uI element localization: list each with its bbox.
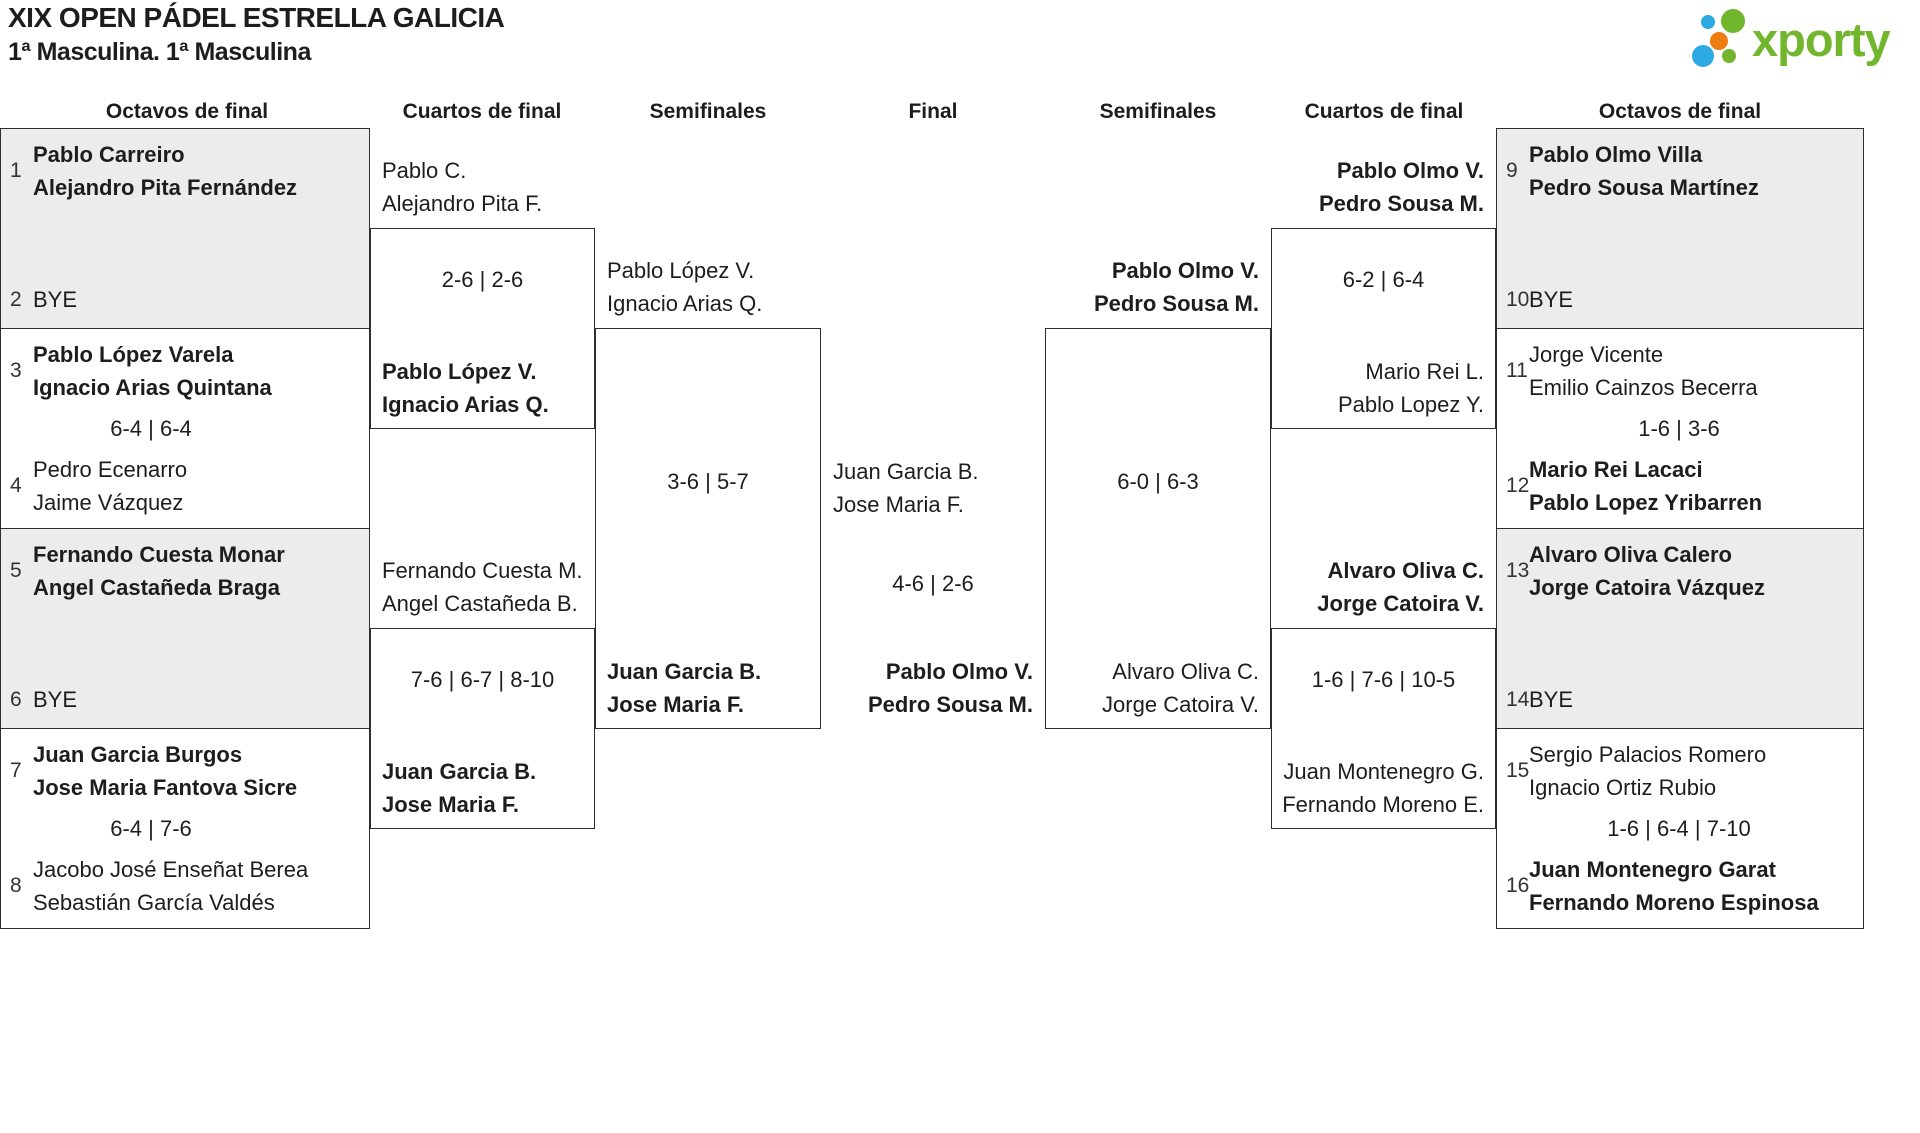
match-score-final: 4-6 | 2-6 bbox=[892, 571, 974, 596]
match-box-octavos-3 bbox=[0, 528, 370, 729]
team-label-qf2-bottom: Juan Garcia B.Jose Maria F. bbox=[382, 759, 537, 817]
match-score-qf3: 6-2 | 6-4 bbox=[1342, 267, 1425, 292]
team-label-qf4-bottom: Juan Montenegro G.Fernando Moreno E. bbox=[1282, 759, 1484, 817]
seed-number: 3 bbox=[10, 359, 22, 382]
seed-number: 7 bbox=[10, 759, 22, 782]
xporty-logo-icon: xporty bbox=[1692, 9, 1892, 67]
match-box-octavos-2 bbox=[0, 328, 370, 529]
round-header-final: Final bbox=[908, 100, 958, 123]
seed-number: 4 bbox=[10, 474, 22, 497]
seed-number: 12 bbox=[1506, 474, 1530, 497]
round-header-octavos-left: Octavos de final bbox=[105, 100, 269, 123]
match-score-octavos-2: 6-4 | 6-4 bbox=[110, 416, 192, 441]
seed-number: 6 bbox=[10, 687, 22, 711]
match-box-octavos-6 bbox=[1496, 328, 1864, 529]
match-score-sf1: 3-6 | 5-7 bbox=[667, 469, 749, 494]
seed-number: 15 bbox=[1506, 759, 1530, 782]
seed-number: 8 bbox=[10, 874, 22, 897]
match-score-octavos-6: 1-6 | 3-6 bbox=[1638, 416, 1720, 441]
round-header-semis-left: Semifinales bbox=[649, 100, 767, 123]
team-label-qf4-top: Alvaro Oliva C.Jorge Catoira V. bbox=[1317, 558, 1484, 616]
match-box-octavos-8 bbox=[1496, 728, 1864, 929]
page-title: XIX OPEN PÁDEL ESTRELLA GALICIA bbox=[8, 2, 505, 33]
bracket-entry-seed-6: 6 BYE bbox=[10, 687, 78, 712]
team-label-final-bottom: Pablo Olmo V.Pedro Sousa M. bbox=[867, 659, 1033, 717]
seed-number: 13 bbox=[1506, 559, 1530, 582]
round-header-cuartos-left: Cuartos de final bbox=[402, 100, 562, 123]
round-header-octavos-right: Octavos de final bbox=[1598, 100, 1762, 123]
match-score-sf2: 6-0 | 6-3 bbox=[1117, 469, 1199, 494]
match-box-semi-1 bbox=[595, 328, 821, 729]
team-label-qf1-top: Pablo C.Alejandro Pita F. bbox=[382, 158, 543, 216]
seed-number: 10 bbox=[1506, 287, 1530, 311]
bracket-entry-seed-14: 14 BYE bbox=[1506, 687, 1574, 712]
match-score-qf1: 2-6 | 2-6 bbox=[441, 267, 524, 292]
bracket-entry-seed-2: 2 BYE bbox=[10, 287, 78, 312]
match-box-semi-2 bbox=[1045, 328, 1271, 729]
match-box-cuartos-3 bbox=[1271, 228, 1496, 429]
round-header-cuartos-right: Cuartos de final bbox=[1304, 100, 1464, 123]
seed-number: 2 bbox=[10, 287, 22, 311]
seed-number: 9 bbox=[1506, 159, 1518, 182]
match-box-octavos-4 bbox=[0, 728, 370, 929]
bracket-entry-seed-10: 10 BYE bbox=[1506, 287, 1574, 312]
xporty-logo[interactable]: xporty bbox=[1688, 2, 1916, 91]
team-label-sf1-bottom: Juan Garcia B.Jose Maria F. bbox=[607, 659, 762, 717]
page-subtitle: 1ª Masculina. 1ª Masculina bbox=[8, 38, 311, 66]
match-box-octavos-5 bbox=[1496, 128, 1864, 329]
team-label-qf1-bottom: Pablo López V.Ignacio Arias Q. bbox=[382, 359, 549, 417]
seed-number: 11 bbox=[1506, 359, 1528, 382]
match-score-qf2: 7-6 | 6-7 | 8-10 bbox=[410, 667, 555, 692]
match-score-octavos-8: 1-6 | 6-4 | 7-10 bbox=[1607, 816, 1751, 841]
match-box-cuartos-1 bbox=[370, 228, 595, 429]
team-label-sf2-top: Pablo Olmo V.Pedro Sousa M. bbox=[1093, 258, 1259, 316]
team-label-qf2-top: Fernando Cuesta M.Angel Castañeda B. bbox=[382, 558, 583, 616]
team-label-final-top: Juan Garcia B.Jose Maria F. bbox=[833, 459, 979, 517]
seed-number: 1 bbox=[10, 159, 22, 182]
team-label-sf2-bottom: Alvaro Oliva C.Jorge Catoira V. bbox=[1102, 659, 1259, 717]
team-label-qf3-bottom: Mario Rei L.Pablo Lopez Y. bbox=[1338, 359, 1484, 417]
seed-number: 5 bbox=[10, 559, 22, 582]
match-box-octavos-1 bbox=[0, 128, 370, 329]
seed-number: 16 bbox=[1506, 874, 1530, 897]
round-header-semis-right: Semifinales bbox=[1099, 100, 1217, 123]
match-box-cuartos-2 bbox=[370, 628, 595, 829]
match-box-cuartos-4 bbox=[1271, 628, 1496, 829]
match-score-qf4: 1-6 | 7-6 | 10-5 bbox=[1311, 667, 1456, 692]
match-score-octavos-4: 6-4 | 7-6 bbox=[110, 816, 192, 841]
team-label-qf3-top: Pablo Olmo V.Pedro Sousa M. bbox=[1318, 158, 1484, 216]
team-label-sf1-top: Pablo López V.Ignacio Arias Q. bbox=[607, 258, 763, 316]
xporty-logo-text: xporty bbox=[1752, 13, 1891, 66]
seed-number: 14 bbox=[1506, 687, 1530, 711]
